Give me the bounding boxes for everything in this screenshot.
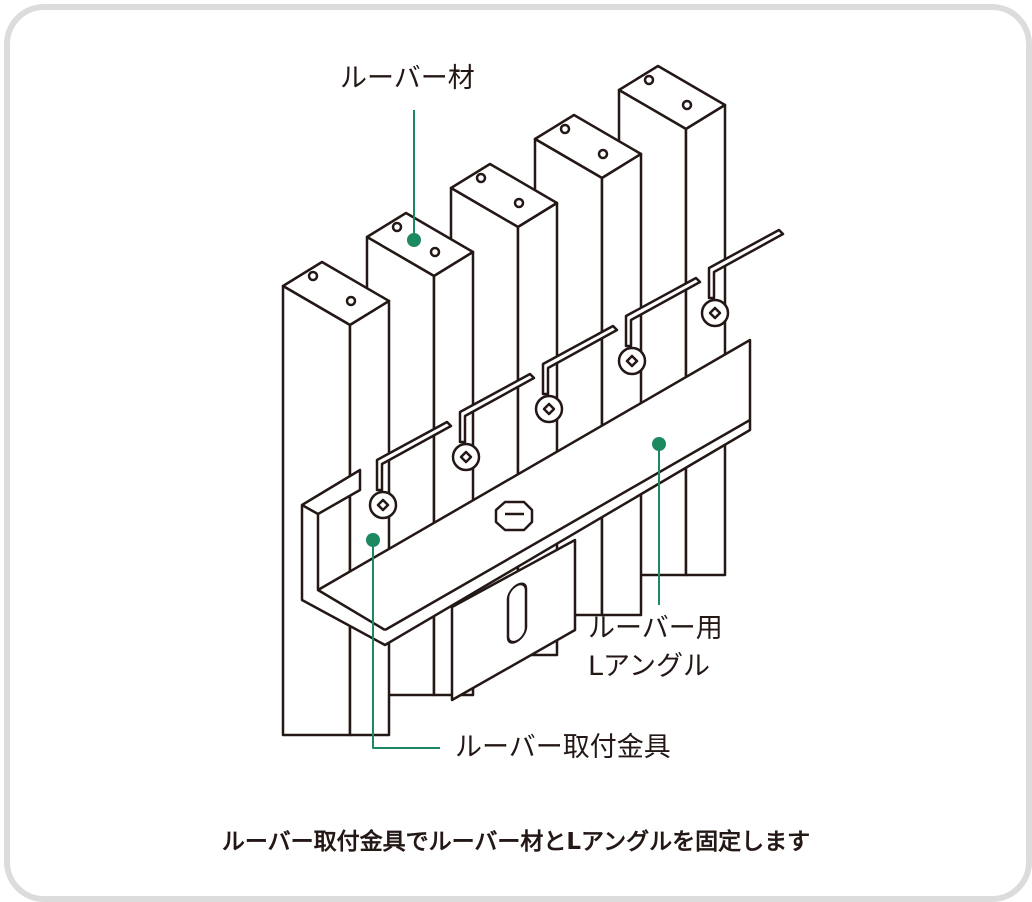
hex-screw-icon xyxy=(700,298,730,328)
screw-icon xyxy=(513,197,525,209)
marker-dot-angle xyxy=(652,437,666,451)
louver-bracket xyxy=(368,420,453,520)
screw-icon xyxy=(307,270,319,282)
label-angle-line1: ルーバー用 xyxy=(588,613,723,644)
screw-icon xyxy=(391,221,403,233)
louver-bracket xyxy=(700,228,785,328)
label-bracket: ルーバー取付金具 xyxy=(455,732,671,763)
hex-screw-icon xyxy=(534,394,564,424)
caption: ルーバー取付金具でルーバー材とLアングルを固定します xyxy=(221,829,811,855)
louver-bracket xyxy=(451,372,536,472)
mounting-plate xyxy=(450,538,577,702)
marker-dot-bracket xyxy=(366,533,380,547)
screw-icon xyxy=(643,74,655,86)
screw-icon xyxy=(429,246,441,258)
marker-dot-louver xyxy=(407,233,421,247)
label-louver: ルーバー材 xyxy=(340,63,475,94)
diagram-frame xyxy=(4,4,1032,902)
brackets xyxy=(368,228,785,520)
louver-bracket xyxy=(617,276,702,376)
screw-icon xyxy=(681,99,693,111)
leader-line-bracket xyxy=(372,540,440,749)
screw-icon xyxy=(559,123,571,135)
l-angle xyxy=(300,338,752,647)
hex-screw-icon xyxy=(451,442,481,472)
screw-icon xyxy=(475,172,487,184)
hex-bolt xyxy=(494,500,534,532)
louver-bracket xyxy=(534,324,619,424)
hex-screw-icon xyxy=(617,346,647,376)
screw-icon xyxy=(345,295,357,307)
hex-screw-icon xyxy=(368,490,398,520)
screw-icon xyxy=(597,148,609,160)
label-angle-line2: Lアングル xyxy=(588,651,710,682)
